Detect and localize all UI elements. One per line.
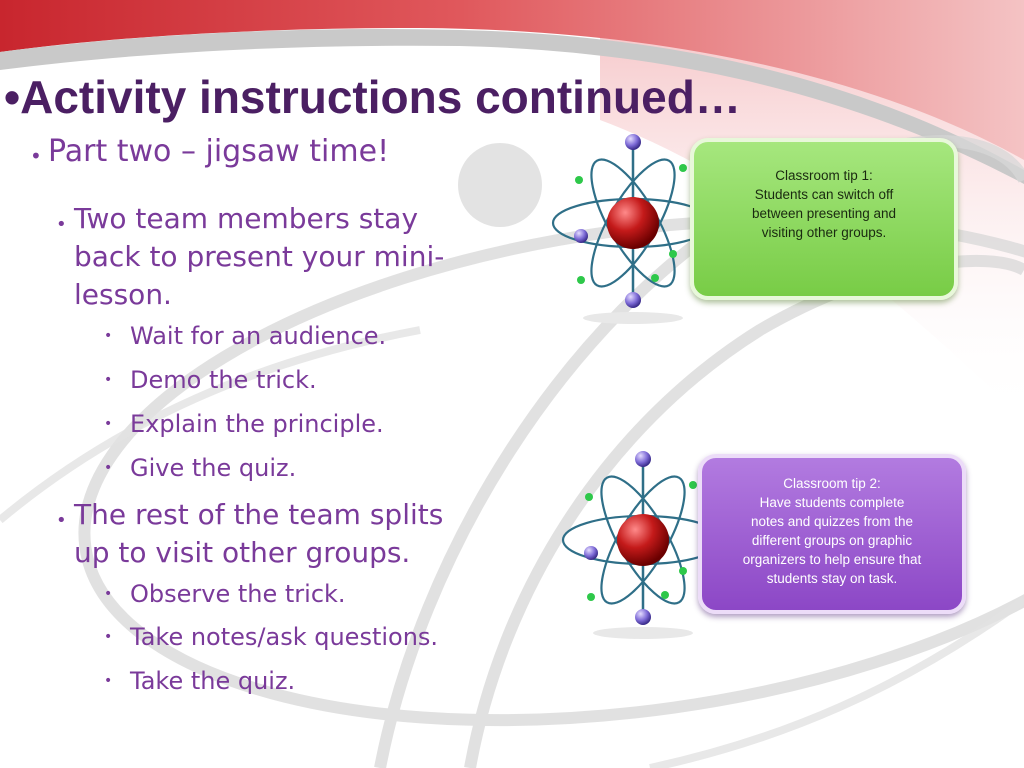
sub-bullet-notes: • Take notes/ask questions. bbox=[104, 623, 438, 651]
bullet-text: Take notes/ask questions. bbox=[130, 623, 439, 651]
classroom-tip-1: Classroom tip 1: Students can switch off… bbox=[690, 138, 958, 300]
bullet-text: Give the quiz. bbox=[130, 454, 297, 482]
sub-bullet-take-quiz: • Take the quiz. bbox=[104, 667, 295, 695]
bullet-rest-of-team: • The rest of the team splits up to visi… bbox=[56, 496, 526, 572]
atom-icon bbox=[561, 451, 725, 639]
sub-bullet-observe: • Observe the trick. bbox=[104, 580, 346, 608]
bullet-marker: • bbox=[104, 372, 113, 388]
tip-line: Have students complete bbox=[759, 495, 905, 510]
bullet-line: back to present your mini- bbox=[74, 240, 445, 273]
tip-line: Classroom tip 2: bbox=[783, 476, 881, 491]
bullet-marker: • bbox=[104, 629, 113, 645]
tip-line: between presenting and bbox=[751, 206, 897, 221]
bullet-two-members: • Two team members stay back to present … bbox=[56, 200, 526, 314]
bullet-marker: • bbox=[104, 460, 113, 476]
bullet-marker: • bbox=[104, 586, 113, 602]
bullet-marker: • bbox=[104, 416, 113, 432]
tip-line: students stay on task. bbox=[766, 571, 898, 586]
bullet-marker: • bbox=[104, 328, 113, 344]
bullet-line: Two team members stay bbox=[74, 202, 419, 235]
bullet-text: Part two – jigsaw time! bbox=[48, 134, 390, 169]
sub-bullet-demo: • Demo the trick. bbox=[104, 366, 317, 394]
sub-bullet-wait: • Wait for an audience. bbox=[104, 322, 386, 350]
bullet-marker: • bbox=[56, 214, 67, 235]
classroom-tip-2: Classroom tip 2: Have students complete … bbox=[698, 454, 966, 614]
tip-line: visiting other groups. bbox=[761, 225, 887, 240]
tip-line: different groups on graphic bbox=[751, 533, 913, 548]
bullet-line: up to visit other groups. bbox=[74, 536, 411, 569]
bullet-text: Wait for an audience. bbox=[130, 322, 387, 350]
sub-bullet-explain: • Explain the principle. bbox=[104, 410, 384, 438]
bullet-line: The rest of the team splits bbox=[74, 498, 444, 531]
tip-line: Students can switch off bbox=[754, 187, 894, 202]
bullet-text: Take the quiz. bbox=[130, 667, 296, 695]
bullet-text: Observe the trick. bbox=[130, 580, 346, 608]
bullet-marker: • bbox=[104, 673, 113, 689]
bullet-marker: • bbox=[56, 510, 67, 531]
bullet-marker: • bbox=[30, 144, 42, 168]
bullet-text: Demo the trick. bbox=[130, 366, 317, 394]
tip-line: organizers to help ensure that bbox=[742, 552, 922, 567]
tip-line: notes and quizzes from the bbox=[750, 514, 914, 529]
bullet-part-two: • Part two – jigsaw time! bbox=[30, 134, 389, 169]
bullet-line: lesson. bbox=[74, 278, 172, 311]
bullet-text: Explain the principle. bbox=[130, 410, 384, 438]
tip-line: Classroom tip 1: bbox=[775, 168, 873, 183]
slide-title: •Activity instructions continued… bbox=[4, 71, 741, 123]
sub-bullet-give-quiz: • Give the quiz. bbox=[104, 454, 296, 482]
